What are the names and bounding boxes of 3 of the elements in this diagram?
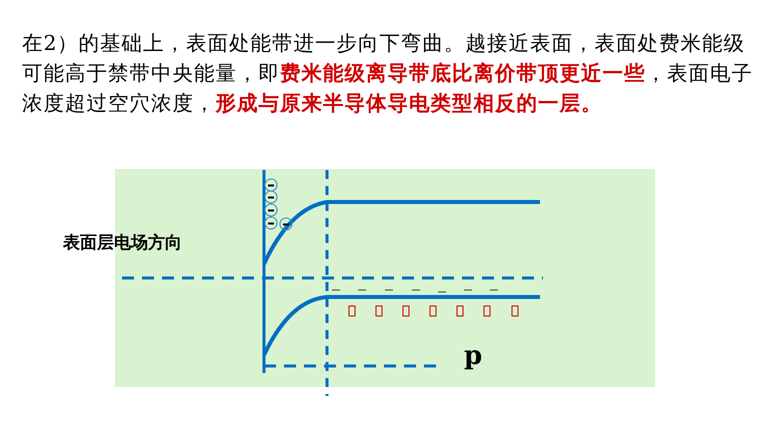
field-direction-label: 表面层电场方向: [63, 232, 182, 255]
type-label: p: [464, 340, 482, 373]
paragraph: 在2）的基础上，表面处能带进一步向下弯曲。越接近表面，表面处费米能级可能高于禁带中央能量，即费米能级离导带底比离价带顶更近一些，表面电子浓度超过空穴浓度，形成与原来半导体导电类型相反的一层。: [22, 30, 754, 117]
